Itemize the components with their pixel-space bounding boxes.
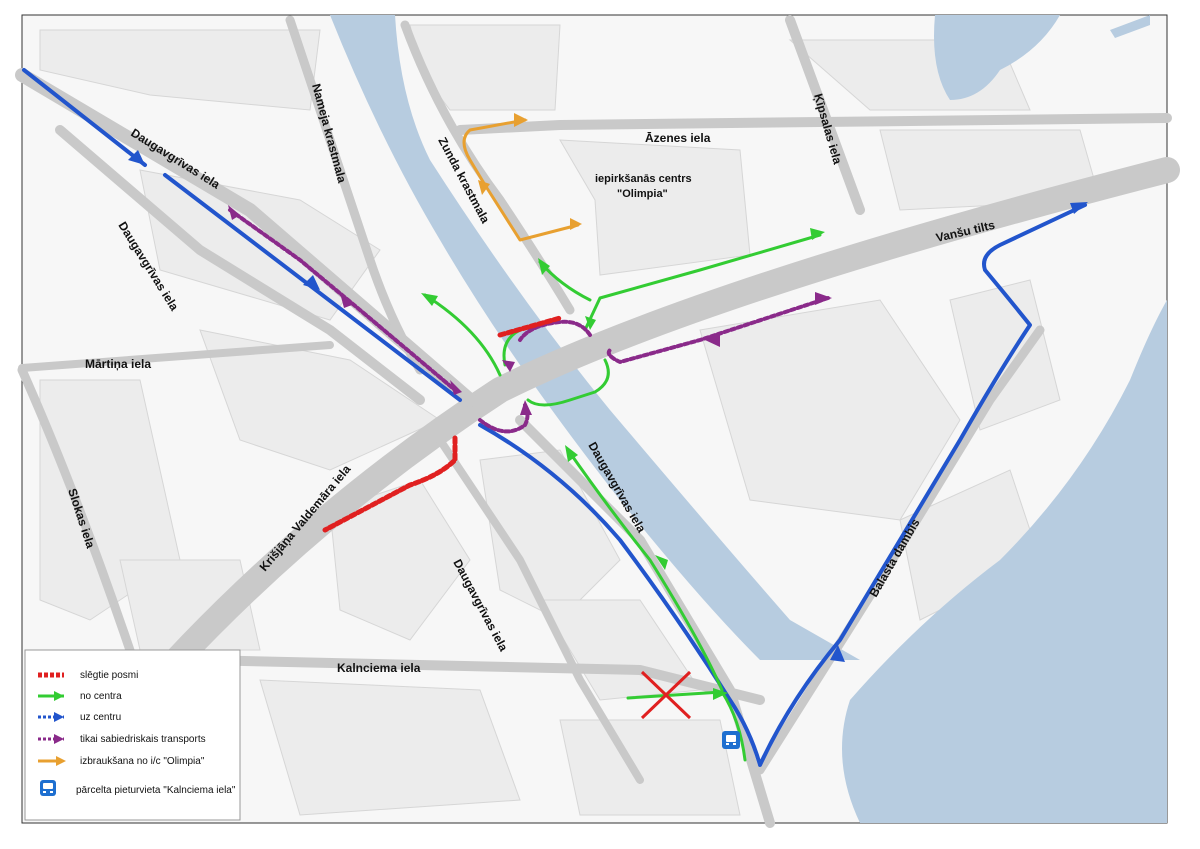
legend-label-to-center: uz centru [80,712,121,723]
route-arrows [128,113,1088,700]
legend-label-from-center: no centra [80,691,122,702]
road-daugavgrivas-south [436,436,644,784]
pond-north [934,15,1060,100]
road-balasta [755,325,1045,775]
arrow-to-center [830,645,845,662]
road-azenes [455,113,1172,135]
arrow-public-transport [815,292,832,305]
arrow-exit [478,180,490,195]
arrow-to-center [54,712,64,722]
bus-stop-icon [40,780,56,796]
arrow-from-center [585,316,596,330]
road-daugavgrivas-sw [55,125,425,405]
route-olimpia-exit [462,118,580,242]
road-kalnciema [195,655,765,705]
poi-label-olimpia-name: "Olimpia" [617,188,668,200]
arrow-public-transport [520,400,532,415]
lake-small [1110,15,1150,38]
street-label-kalnciema: Kalnciema iela [337,661,421,675]
arrow-from-center [421,293,438,306]
arrow-to-center [1070,202,1088,214]
arrow-to-center [128,150,145,165]
road-slokas [17,365,145,685]
road-vansu-bridge [127,157,1180,713]
bus-stop-icon[interactable] [722,731,740,749]
arrow-exit [570,218,582,230]
legend-label-exit: izbraukšana no i/c "Olimpia" [80,756,205,767]
arrow-exit [514,113,528,127]
road-martina [18,341,334,372]
arrow-from-center [655,555,668,570]
street-label-martina: Mārtiņa iela [85,357,151,371]
road-network [15,15,1180,828]
arrow-public-transport [705,333,720,347]
arrow-to-center [303,275,320,290]
legend: slēgtie posmi no centra uz centru tikai … [24,649,241,821]
building-blocks [39,24,1101,816]
arrow-from-center [538,258,550,275]
arrow-public-transport [450,380,462,395]
legend-label-bus-stop: pārcelta pieturvieta "Kalnciema iela" [76,785,236,796]
arrow-from-center [54,691,64,701]
arrow-public-transport [54,734,64,744]
legend-box [24,649,241,821]
road-kipsalas [785,15,865,215]
route-closed-sections [322,315,563,533]
arrow-public-transport [502,360,515,372]
road-zunda [400,20,575,315]
arrow-public-transport [340,293,352,308]
arrow-public-transport [228,205,240,220]
route-from-center [423,233,822,762]
arrow-from-center [713,688,728,700]
river-agenskalna-channel [330,15,860,660]
closure-cross-icon [640,670,692,720]
arrow-from-center [565,445,578,462]
road-nameja [285,15,425,375]
poi-label-olimpia: iepirkšanās centrs [595,173,692,185]
harbour-west [1120,600,1167,690]
street-label-azenes: Āzenes iela [645,131,711,145]
legend-label-closed: slēgtie posmi [80,670,138,681]
arrow-from-center [810,228,825,240]
river-daugava [842,300,1167,823]
legend-label-public-transport: tikai sabiedriskais transports [80,734,206,745]
water [330,15,1167,823]
road-daugavgrivas-east [515,415,775,828]
arrow-exit [56,756,66,766]
route-public-transport [228,208,830,434]
